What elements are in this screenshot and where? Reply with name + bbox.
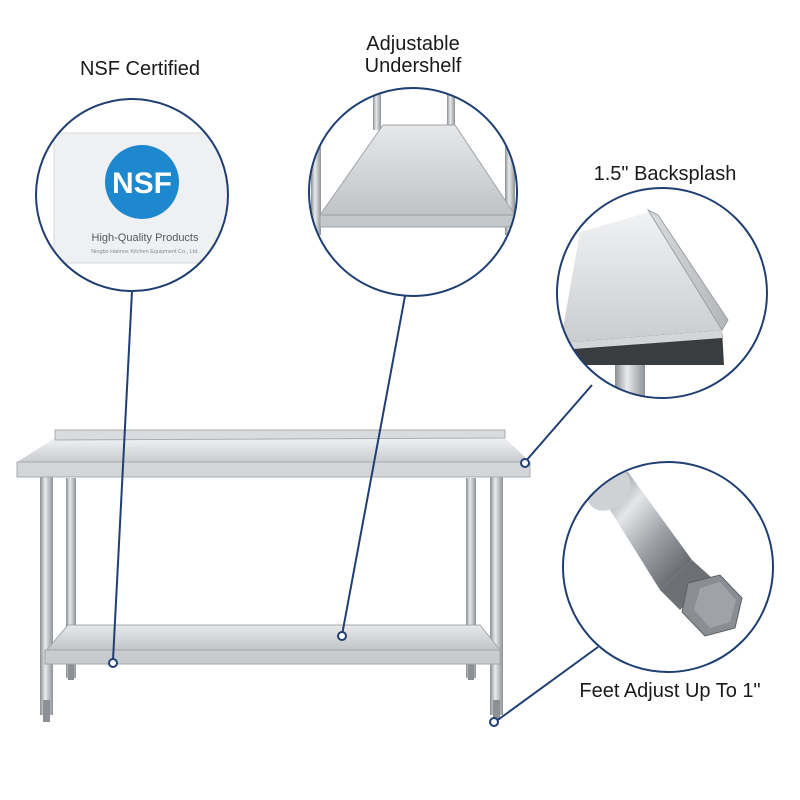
nsf-logo-text: NSF — [112, 167, 172, 200]
backsplash-callout — [556, 187, 768, 399]
undershelf-label-line1: Adjustable — [366, 33, 460, 55]
callout-connectors — [112, 290, 599, 723]
table-leg-back-left — [66, 478, 76, 678]
undershelf-callout — [308, 87, 518, 297]
nsf-card-maker: Ningbo Haimox Kitchen Equipment Co., Ltd… — [91, 249, 199, 255]
table-top — [17, 438, 530, 462]
nsf-callout-ring — [35, 98, 229, 292]
table-leg-front-right — [490, 475, 503, 715]
backsplash-label: 1.5" Backsplash — [593, 163, 737, 185]
nsf-certified-label: NSF Certified — [79, 58, 201, 80]
callout-anchor-dots — [108, 458, 530, 727]
table-leg-front-left — [40, 475, 53, 715]
nsf-card-caption: High-Quality Products — [92, 232, 199, 244]
table-leg-back-right — [466, 478, 476, 678]
feet-callout — [562, 461, 774, 673]
undershelf-label-line2: Undershelf — [364, 55, 462, 77]
table-backsplash — [54, 429, 506, 441]
backsplash-closeup — [646, 208, 729, 331]
undershelf-callout-ring — [308, 87, 518, 297]
feet-adjust-label: Feet Adjust Up To 1" — [579, 680, 761, 702]
nsf-callout: NSF High-Quality Products Ningbo Haimox … — [35, 98, 229, 292]
nsf-logo-icon — [105, 145, 179, 219]
feet-callout-ring — [562, 461, 774, 673]
work-table — [16, 429, 531, 722]
backsplash-callout-ring — [556, 187, 768, 399]
adjustable-undershelf-label: Adjustable Undershelf — [313, 33, 513, 77]
